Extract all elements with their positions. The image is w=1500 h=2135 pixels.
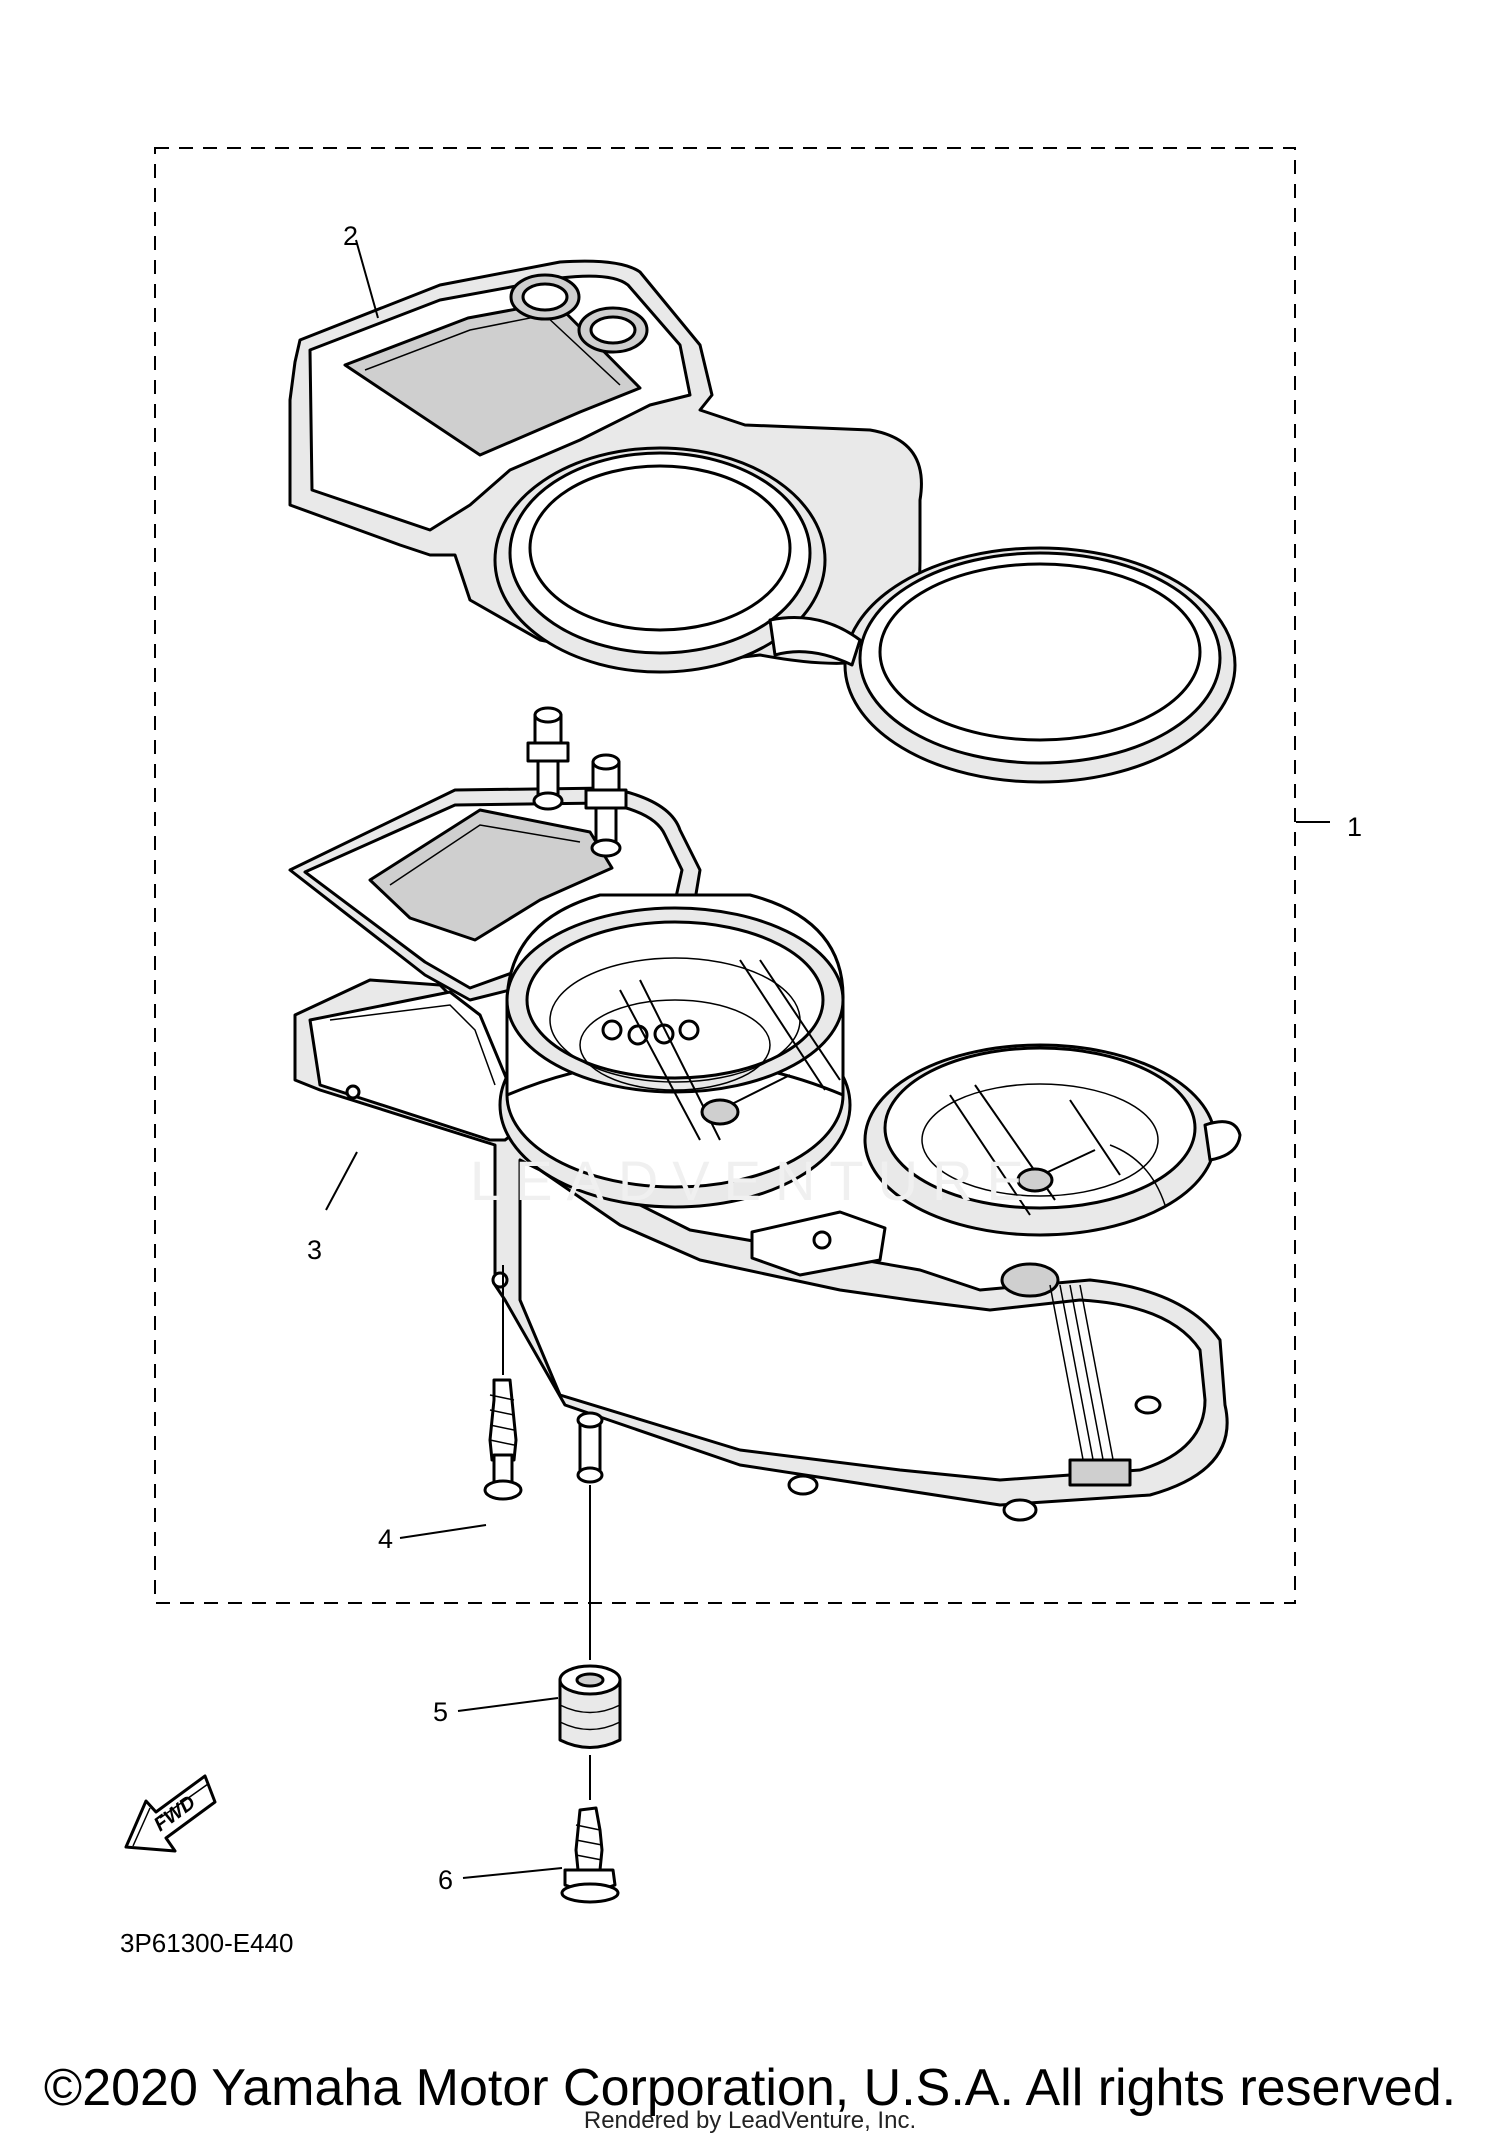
copyright-notice: ©2020 Yamaha Motor Corporation, U.S.A. A… xyxy=(43,2059,1457,2117)
diagram-code: 3P61300-E440 xyxy=(120,1928,293,1958)
part-4-screw[interactable] xyxy=(483,1378,523,1501)
leader-6 xyxy=(462,1867,563,1879)
rendered-by-notice: Rendered by LeadVenture, Inc. xyxy=(583,2107,917,2134)
callout-4: 4 xyxy=(378,1524,393,1554)
leader-3 xyxy=(325,1151,358,1211)
part-5-grommet[interactable] xyxy=(558,1664,622,1749)
callout-1: 1 xyxy=(1347,812,1362,842)
watermark: LEADVENTURE xyxy=(470,1149,1038,1212)
part-6-bolt[interactable] xyxy=(560,1806,620,1904)
stud-left xyxy=(526,706,570,811)
fwd-arrow-icon: FWD xyxy=(124,1774,217,1853)
stud-right xyxy=(584,753,628,858)
part-2-meter-cover[interactable] xyxy=(288,259,1237,784)
leader-4 xyxy=(399,1524,487,1539)
callout-6: 6 xyxy=(438,1865,453,1895)
callout-5: 5 xyxy=(433,1697,448,1727)
leader-2 xyxy=(355,239,379,319)
callout-2: 2 xyxy=(343,221,358,251)
callout-3: 3 xyxy=(307,1235,322,1265)
leader-5 xyxy=(457,1697,559,1712)
